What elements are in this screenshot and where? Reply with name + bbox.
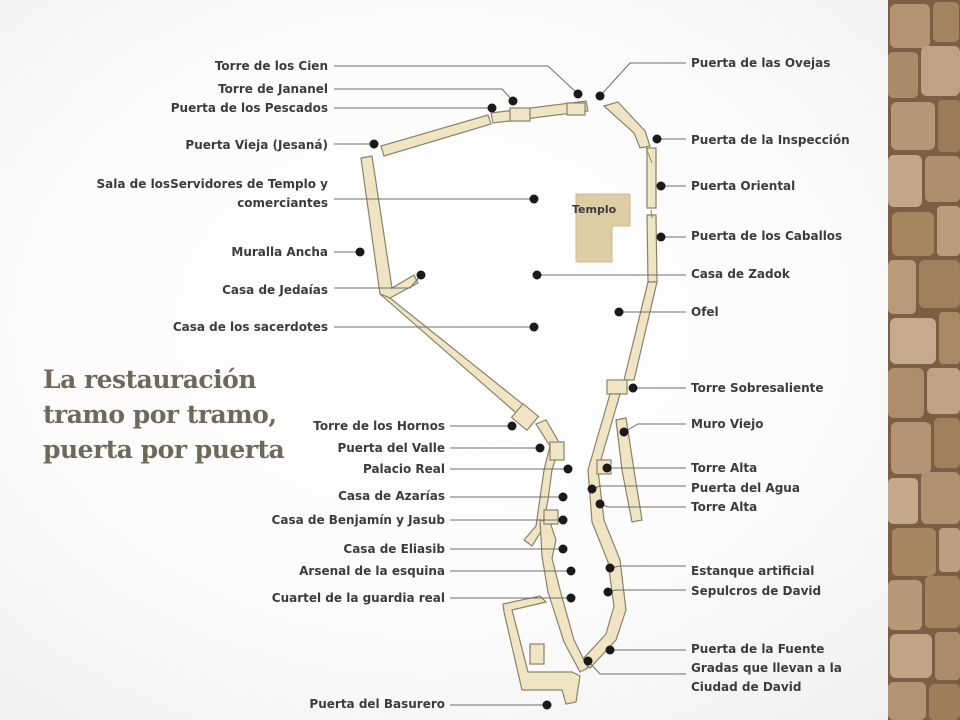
label-puerta-pescados: Puerta de los Pescados [170,101,328,115]
stone-wall-border [888,0,960,720]
label-puerta-oriental: Puerta Oriental [691,179,796,193]
label-torre-sobresaliente: Torre Sobresaliente [691,381,824,395]
marker-torre-jananel [508,96,518,106]
east-wall-lower [581,393,627,669]
east-wall-top [646,147,657,209]
marker-casa-benjamin [558,515,568,525]
label-torre-hornos: Torre de los Hornos [313,419,445,433]
east-wall-ofel [623,281,658,381]
old-wall [615,417,643,523]
east-wall [646,214,658,283]
valley-gate [549,441,565,461]
label-puerta-ovejas: Puerta de las Ovejas [691,56,831,70]
label-arsenal-esquina: Arsenal de la esquina [299,564,445,578]
marker-arsenal [566,566,576,576]
temple-label: Templo [572,203,617,216]
label-sepulcros-david: Sepulcros de David [691,584,822,598]
label-puerta-fuente: Puerta de la Fuente [691,642,825,656]
tower-projecting [606,379,628,395]
label-ofel: Ofel [691,305,719,319]
tower-ovens [510,402,540,432]
marker-puerta-fuente [605,645,615,655]
label-puerta-agua: Puerta del Agua [691,481,800,495]
label-muralla-ancha: Muralla Ancha [231,245,328,259]
label-torre-alta-1: Torre Alta [691,461,758,475]
label-puerta-vieja: Puerta Vieja (Jesaná) [185,138,328,152]
label-casa-zadok: Casa de Zadok [691,267,790,281]
marker-torre-alta-2 [595,499,605,509]
marker-ofel [614,307,624,317]
label-puerta-basurero: Puerta del Basurero [309,697,445,711]
label-casa-azarias: Casa de Azarías [338,489,445,503]
label-casa-jedaias: Casa de Jedaías [222,283,328,297]
label-puerta-caballos: Puerta de los Caballos [691,229,843,243]
label-puerta-valle: Puerta del Valle [337,441,445,455]
west-wall-middle [379,293,531,419]
marker-muralla-ancha [355,247,365,257]
marker-casa-azarias [558,492,568,502]
tower-hundred [566,102,586,116]
north-east-wall [602,101,651,149]
azarias-tower [543,509,559,525]
marker-estanque [605,563,615,573]
label-casa-sacerdotes: Casa de los sacerdotes [172,320,328,334]
broad-wall [360,155,419,299]
marker-sala-servidores [529,194,539,204]
marker-torre-cien [573,89,583,99]
label-torre-jananel: Torre de Jananel [218,82,328,96]
label-sala-servidores-line1: Sala de losServidores de Templo y [96,177,328,191]
marker-puerta-ovejas [595,91,605,101]
marker-gradas [583,656,593,666]
label-gradas-line1: Gradas que llevan a la [691,661,842,675]
marker-puerta-pescados [487,103,497,113]
jerusalem-wall-map [334,62,686,710]
tower-hananel [509,107,531,122]
map-markers [355,89,666,710]
marker-casa-eliasib [558,544,568,554]
label-casa-eliasib: Casa de Eliasib [343,542,445,556]
marker-muro-viejo [619,427,629,437]
leader-lines [334,62,686,706]
label-cuartel-guardia: Cuartel de la guardia real [271,591,445,605]
city-wall [360,100,658,705]
marker-casa-sacerdotes [529,322,539,332]
marker-puerta-valle [535,443,545,453]
marker-torre-alta-1 [602,463,612,473]
label-gradas-line2: Ciudad de David [691,680,802,694]
temple-shape [575,193,631,263]
label-palacio-real: Palacio Real [362,462,445,476]
label-puerta-inspeccion: Puerta de la Inspección [691,133,850,147]
marker-palacio-real [563,464,573,474]
label-torre-alta-2: Torre Alta [691,500,758,514]
label-muro-viejo: Muro Viejo [691,417,764,431]
marker-puerta-oriental [656,181,666,191]
marker-torre-hornos [507,421,517,431]
marker-puerta-inspeccion [652,134,662,144]
label-estanque: Estanque artificial [691,564,815,578]
slide-title: La restauración tramo por tramo, puerta … [43,365,285,464]
south-west-wall [539,519,589,673]
label-casa-benjamin: Casa de Benjamín y Jasub [271,513,445,527]
marker-puerta-caballos [656,232,666,242]
marker-puerta-vieja [369,139,379,149]
marker-puerta-agua [587,484,597,494]
south-enclosure [502,595,581,705]
marker-sepulcros [603,587,613,597]
marker-cuartel [566,593,576,603]
marker-casa-jedaias [416,270,426,280]
label-torre-cien: Torre de los Cien [214,59,328,73]
label-sala-servidores-line2: comerciantes [237,196,328,210]
north-wall-west [380,114,492,157]
marker-torre-sobresaliente [628,383,638,393]
south-block [529,643,545,665]
marker-puerta-basurero [542,700,552,710]
marker-casa-zadok [532,270,542,280]
